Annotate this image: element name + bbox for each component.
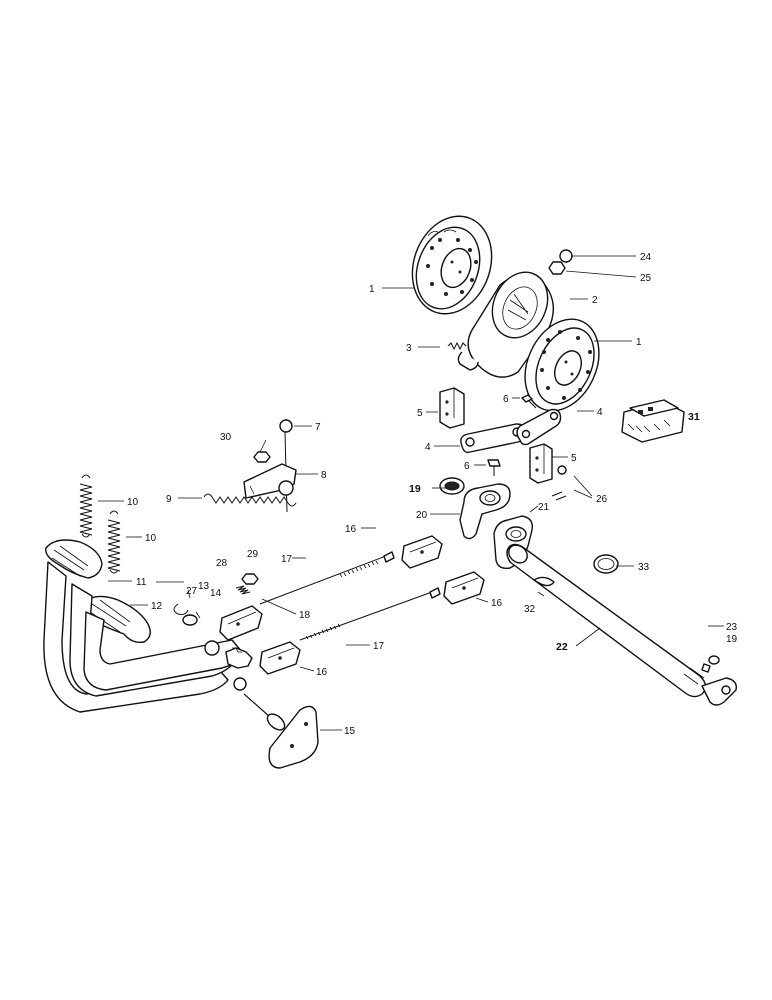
clevis-18 xyxy=(219,605,263,641)
callout-9: 9 xyxy=(166,494,172,505)
callout-27: 27 xyxy=(186,586,198,597)
callout-26: 26 xyxy=(596,494,608,505)
callout-25: 25 xyxy=(640,273,652,284)
washer-14 xyxy=(182,614,198,626)
bolt-6-upper xyxy=(521,394,537,409)
callout-23: 23 xyxy=(726,622,738,633)
pedal-shaft-bracket-15 xyxy=(243,693,319,769)
cross-shaft-22 xyxy=(506,543,737,706)
lever-bracket-8 xyxy=(243,431,297,513)
callout-16-middle: 16 xyxy=(491,598,503,609)
callout-30: 30 xyxy=(220,432,232,443)
callout-6-lower: 6 xyxy=(464,461,470,472)
callout-18: 18 xyxy=(299,610,311,621)
spring-10-upper xyxy=(79,474,93,538)
callout-1-right: 1 xyxy=(636,337,642,348)
callout-16-upper: 16 xyxy=(345,524,357,535)
brake-disc-upper xyxy=(411,215,493,315)
callout-12: 12 xyxy=(151,601,163,612)
nut-25 xyxy=(548,261,566,275)
leader-lines xyxy=(98,255,724,731)
bracket-5-left xyxy=(439,387,465,429)
callout-32: 32 xyxy=(524,604,536,615)
arm-20 xyxy=(459,483,511,540)
callout-6-upper: 6 xyxy=(503,394,509,405)
callout-17-lower: 17 xyxy=(373,641,385,652)
callout-10-upper: 10 xyxy=(127,497,139,508)
ball-24 xyxy=(559,249,573,263)
bracket-5-right xyxy=(529,443,553,484)
knob-7 xyxy=(279,419,293,433)
callout-10-lower: 10 xyxy=(145,533,157,544)
callout-15: 15 xyxy=(344,726,356,737)
callout-4-upper: 4 xyxy=(597,407,603,418)
key-32 xyxy=(533,576,555,587)
clevis-16-upper xyxy=(401,535,443,569)
callout-29: 29 xyxy=(247,549,259,560)
spring-10-lower xyxy=(107,510,121,574)
callout-5-right: 5 xyxy=(571,453,577,464)
clevis-16-middle xyxy=(443,571,485,605)
callout-24: 24 xyxy=(640,252,652,263)
bolt-6-lower xyxy=(487,459,501,476)
callout-28: 28 xyxy=(216,558,228,569)
callout-21: 21 xyxy=(538,502,550,513)
spring-9 xyxy=(203,493,297,507)
link-4-upper xyxy=(516,408,562,446)
callout-13: 13 xyxy=(198,581,210,592)
callout-1-upper: 1 xyxy=(369,284,375,295)
pedal-assembly xyxy=(43,539,253,713)
callout-33: 33 xyxy=(638,562,650,573)
callout-3: 3 xyxy=(406,343,412,354)
callout-31: 31 xyxy=(688,411,700,423)
callout-5-left: 5 xyxy=(417,408,423,419)
small-parts-23-19 xyxy=(701,655,720,673)
brake-disc-right xyxy=(524,318,600,412)
small-spring-3 xyxy=(447,341,467,351)
callout-19-right: 19 xyxy=(726,634,738,645)
clevis-16-lower xyxy=(259,641,301,675)
callout-8: 8 xyxy=(321,470,327,481)
callout-16-lower: 16 xyxy=(316,667,328,678)
callout-11: 11 xyxy=(136,577,147,588)
nut-29 xyxy=(241,573,259,585)
callout-4-lower: 4 xyxy=(425,442,431,453)
rod-17-upper xyxy=(259,551,395,605)
callout-14: 14 xyxy=(210,588,222,599)
brake-block-31 xyxy=(621,399,685,443)
spring-28 xyxy=(235,585,251,595)
nut-30 xyxy=(253,451,271,463)
pins-26 xyxy=(551,465,567,501)
callout-22: 22 xyxy=(556,641,568,653)
callout-2: 2 xyxy=(592,295,598,306)
callout-17-upper: 17 xyxy=(281,554,293,565)
link-4-lower xyxy=(460,423,527,454)
callout-19: 19 xyxy=(409,483,421,495)
callout-7: 7 xyxy=(315,422,321,433)
rod-17-lower xyxy=(299,587,441,641)
callout-labels: 1 1 2 3 4 4 5 5 6 6 7 8 9 10 10 11 12 13… xyxy=(127,252,738,737)
clip-13 xyxy=(173,603,189,615)
callout-20: 20 xyxy=(416,510,428,521)
circlip-33 xyxy=(593,554,619,574)
